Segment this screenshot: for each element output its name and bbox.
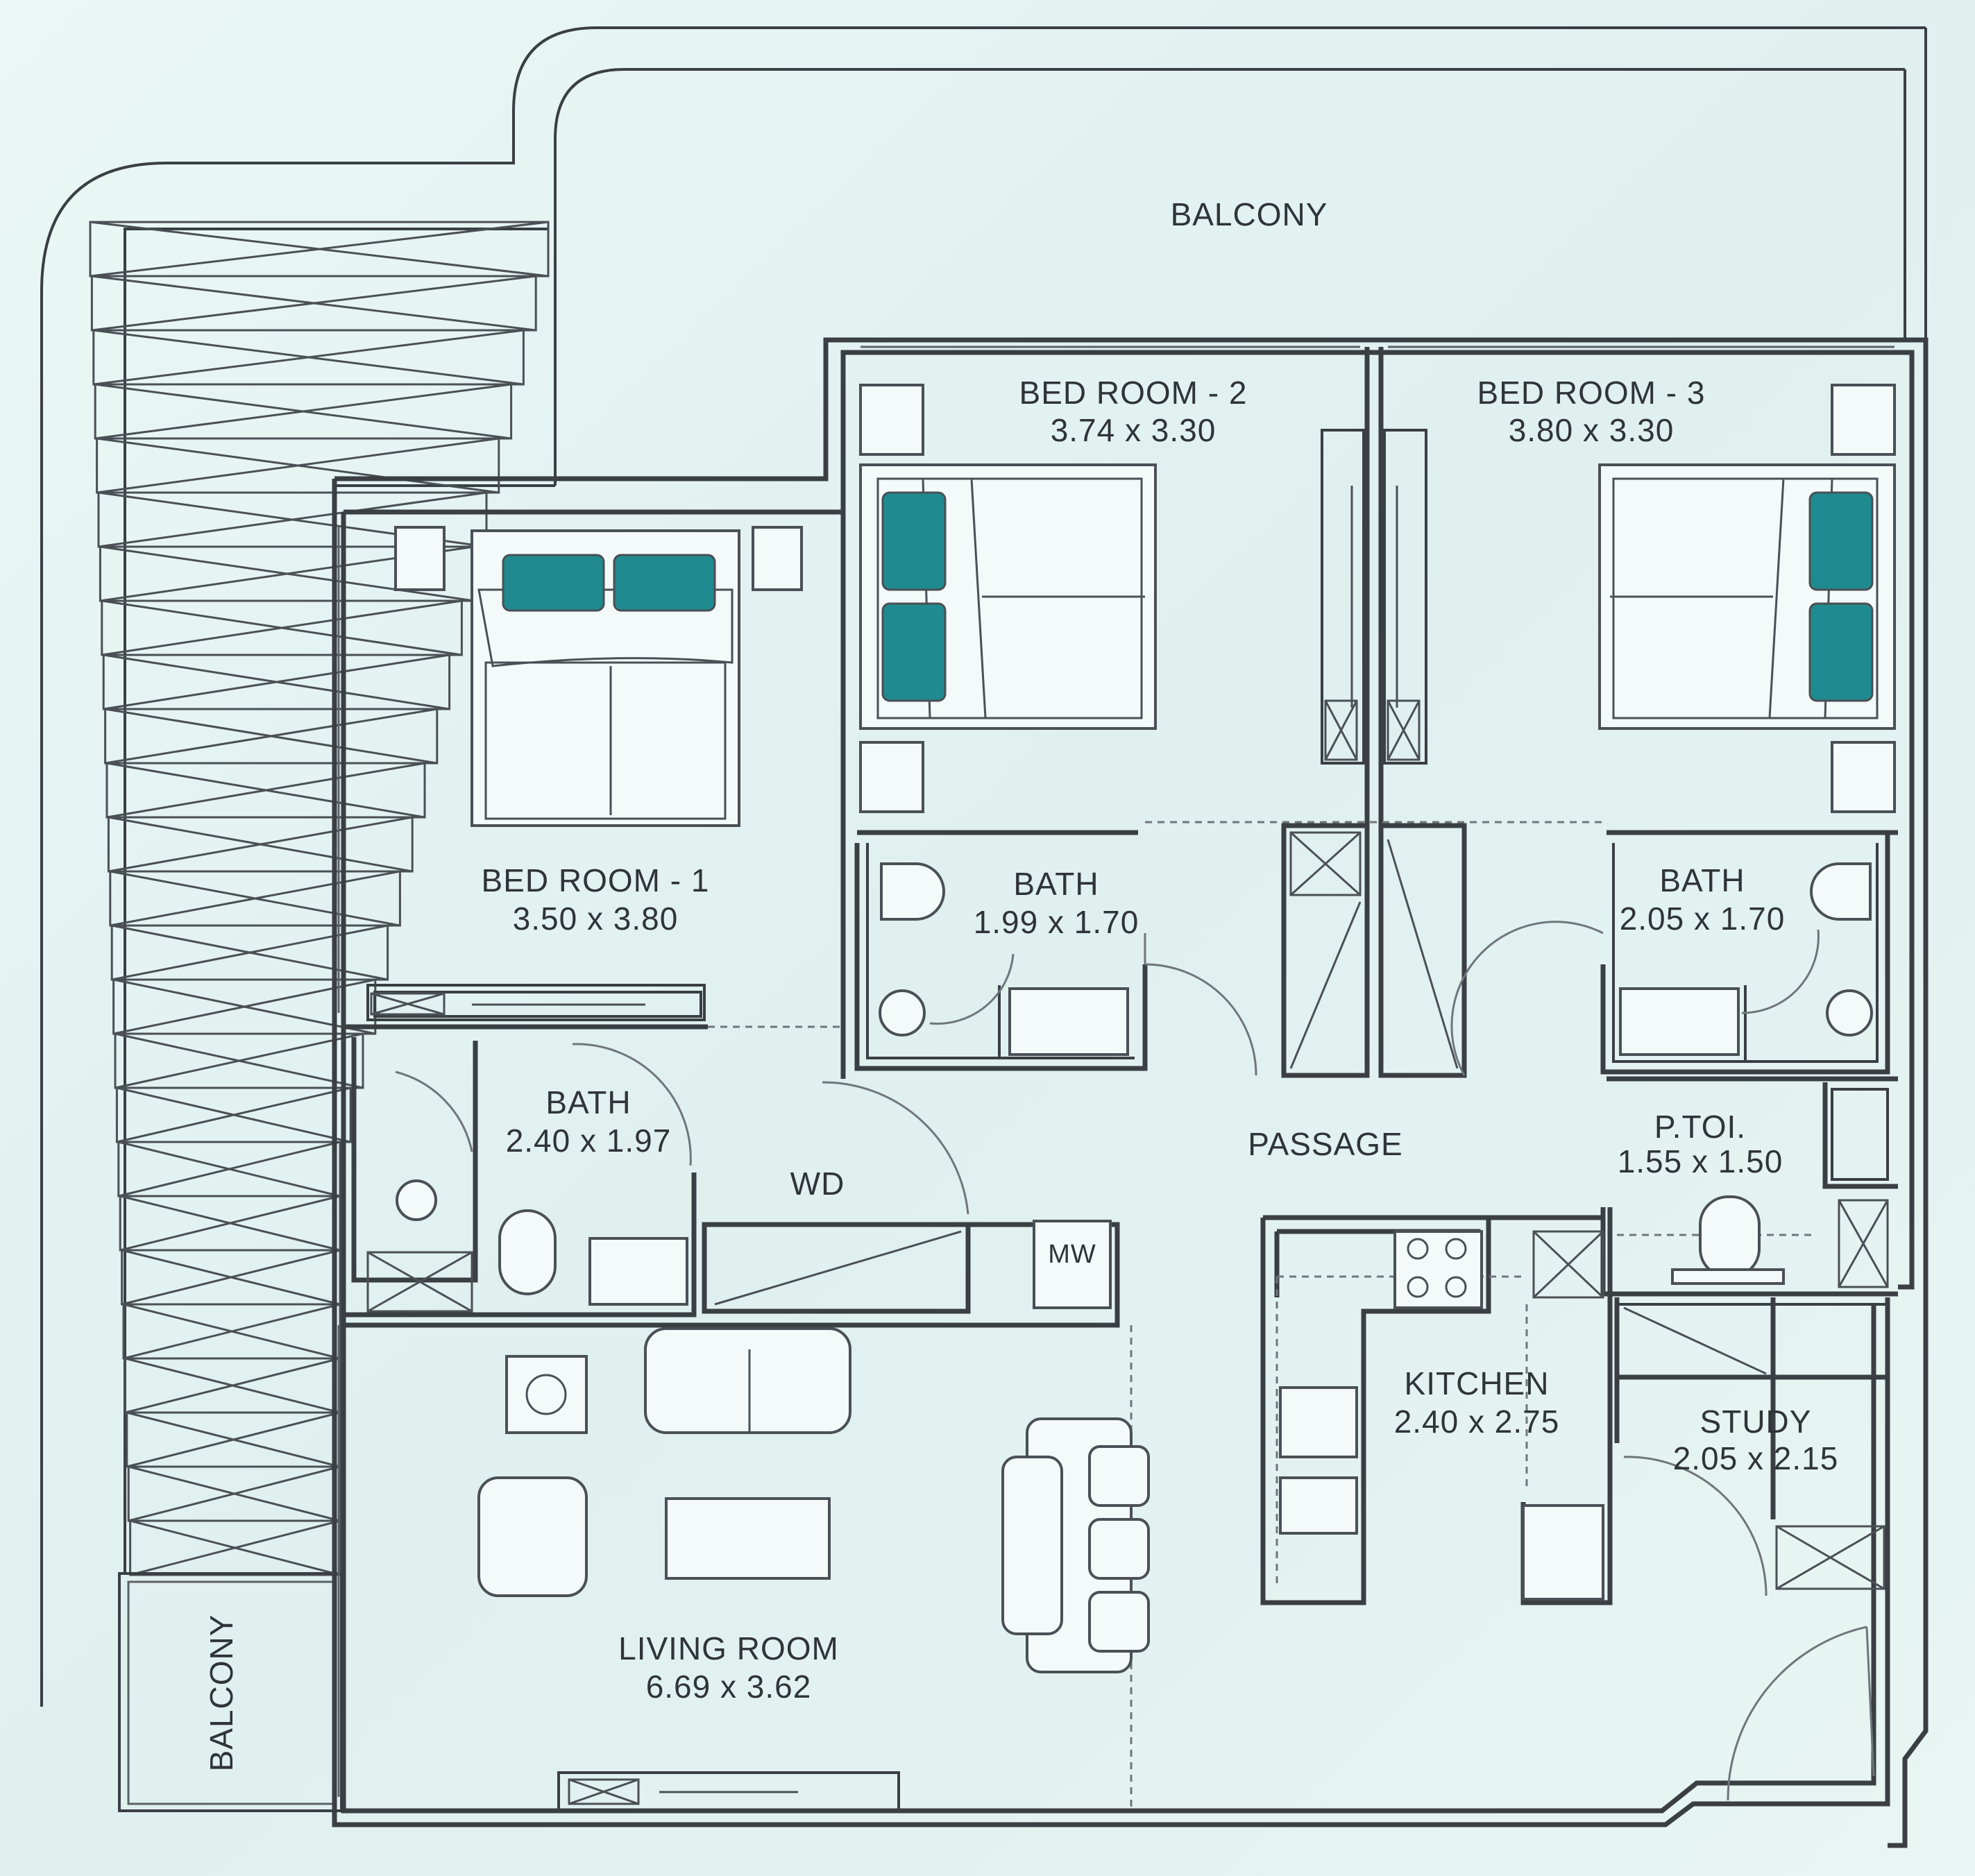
wardrobe-diagonal [714, 1230, 962, 1306]
wardrobe-diagonal [1289, 901, 1362, 1069]
shaft-box [1838, 1199, 1889, 1288]
shaft-boxes [366, 699, 1889, 1805]
planter-cross [103, 654, 450, 710]
bath-3-size: 2.05 x 1.70 [1620, 901, 1786, 937]
planter-cross [106, 762, 425, 819]
bed-room-1-name: BED ROOM - 1 [482, 862, 710, 898]
planter-cross [108, 816, 413, 873]
shaft-box [1289, 831, 1362, 896]
planter-cross [115, 1032, 364, 1089]
shaft-box [366, 1251, 473, 1313]
door-swings [395, 921, 1875, 1801]
planter-cross [90, 221, 549, 278]
planter-cross [110, 870, 400, 927]
p-toi-name: P.TOI. [1654, 1109, 1746, 1145]
bath-3-name: BATH [1659, 862, 1745, 898]
shaft-cross [568, 1778, 639, 1805]
shaft-cross [1387, 700, 1421, 760]
planter-cross [98, 491, 487, 548]
living-room-name: LIVING ROOM [618, 1630, 839, 1666]
bath-fixtures [396, 862, 1873, 1306]
bed-room-1-size: 3.50 x 3.80 [513, 901, 679, 937]
planter-cross [92, 275, 536, 332]
shaft-box [568, 1778, 640, 1805]
planter-cross [96, 437, 500, 494]
bath-2-size: 1.99 x 1.70 [974, 904, 1139, 940]
wardrobe-diagonal [1623, 1306, 1767, 1375]
microwave-label: MW [1048, 1240, 1096, 1269]
shaft-cross [1289, 831, 1362, 896]
shaft-box [1532, 1230, 1604, 1299]
bath-2-name: BATH [1013, 866, 1099, 902]
balcony-top-label: BALCONY [1171, 196, 1328, 232]
balcony-left-label: BALCONY [203, 1614, 239, 1772]
planter-cross [118, 1141, 341, 1197]
living-furniture [477, 1327, 1150, 1812]
shaft-cross [1532, 1230, 1604, 1299]
bed-2 [859, 384, 1427, 813]
shaft-box [1775, 1525, 1885, 1590]
shaft-box [370, 992, 446, 1016]
planter-cross [125, 1357, 341, 1414]
planter-cross [105, 708, 438, 765]
planter-cross [130, 1519, 341, 1576]
kitchen-name: KITCHEN [1405, 1365, 1550, 1401]
planter-cross [121, 1249, 341, 1306]
planter-hatch [89, 221, 550, 1576]
wd-label: WD [790, 1166, 845, 1202]
shaft-box [1387, 699, 1421, 761]
shaft-cross [1838, 1200, 1889, 1288]
bed-room-2-size: 3.74 x 3.30 [1051, 412, 1217, 448]
bath-1-name: BATH [545, 1084, 631, 1120]
planter-cross [126, 1411, 341, 1468]
study-size: 2.05 x 2.15 [1673, 1440, 1839, 1476]
shaft-cross [367, 1251, 473, 1313]
planter-cross [117, 1086, 351, 1143]
room-labels: BALCONY BALCONY BED ROOM - 2 3.74 x 3.30… [203, 196, 1838, 1771]
planter-cross [123, 1303, 341, 1360]
bath-1-size: 2.40 x 1.97 [506, 1123, 672, 1159]
bed-3 [1598, 384, 1896, 813]
planter-cross [113, 978, 376, 1035]
shaft-cross [371, 992, 445, 1016]
exterior-walls [332, 337, 1929, 1848]
living-room-size: 6.69 x 3.62 [646, 1669, 812, 1705]
bed-room-3-size: 3.80 x 3.30 [1509, 412, 1675, 448]
wardrobe-1 [373, 991, 702, 1018]
bed-room-3-name: BED ROOM - 3 [1477, 375, 1706, 411]
p-toi-size: 1.55 x 1.50 [1618, 1143, 1783, 1179]
shaft-box [1324, 699, 1358, 761]
kitchen-fixtures: MW [1033, 1220, 1604, 1601]
shaft-cross [1324, 700, 1358, 760]
bed-room-2-name: BED ROOM - 2 [1019, 375, 1248, 411]
planter-cross [128, 1465, 341, 1522]
planter-cross [93, 329, 524, 386]
planter-cross [95, 383, 511, 440]
wardrobe-diagonal [1387, 839, 1459, 1069]
passage-label: PASSAGE [1248, 1126, 1402, 1162]
shaft-cross [1776, 1525, 1885, 1590]
kitchen-size: 2.40 x 2.75 [1394, 1404, 1560, 1440]
bed-1 [373, 526, 803, 1018]
planter-cross [101, 599, 462, 656]
study-name: STUDY [1700, 1404, 1812, 1440]
planter-cross [119, 1195, 341, 1252]
